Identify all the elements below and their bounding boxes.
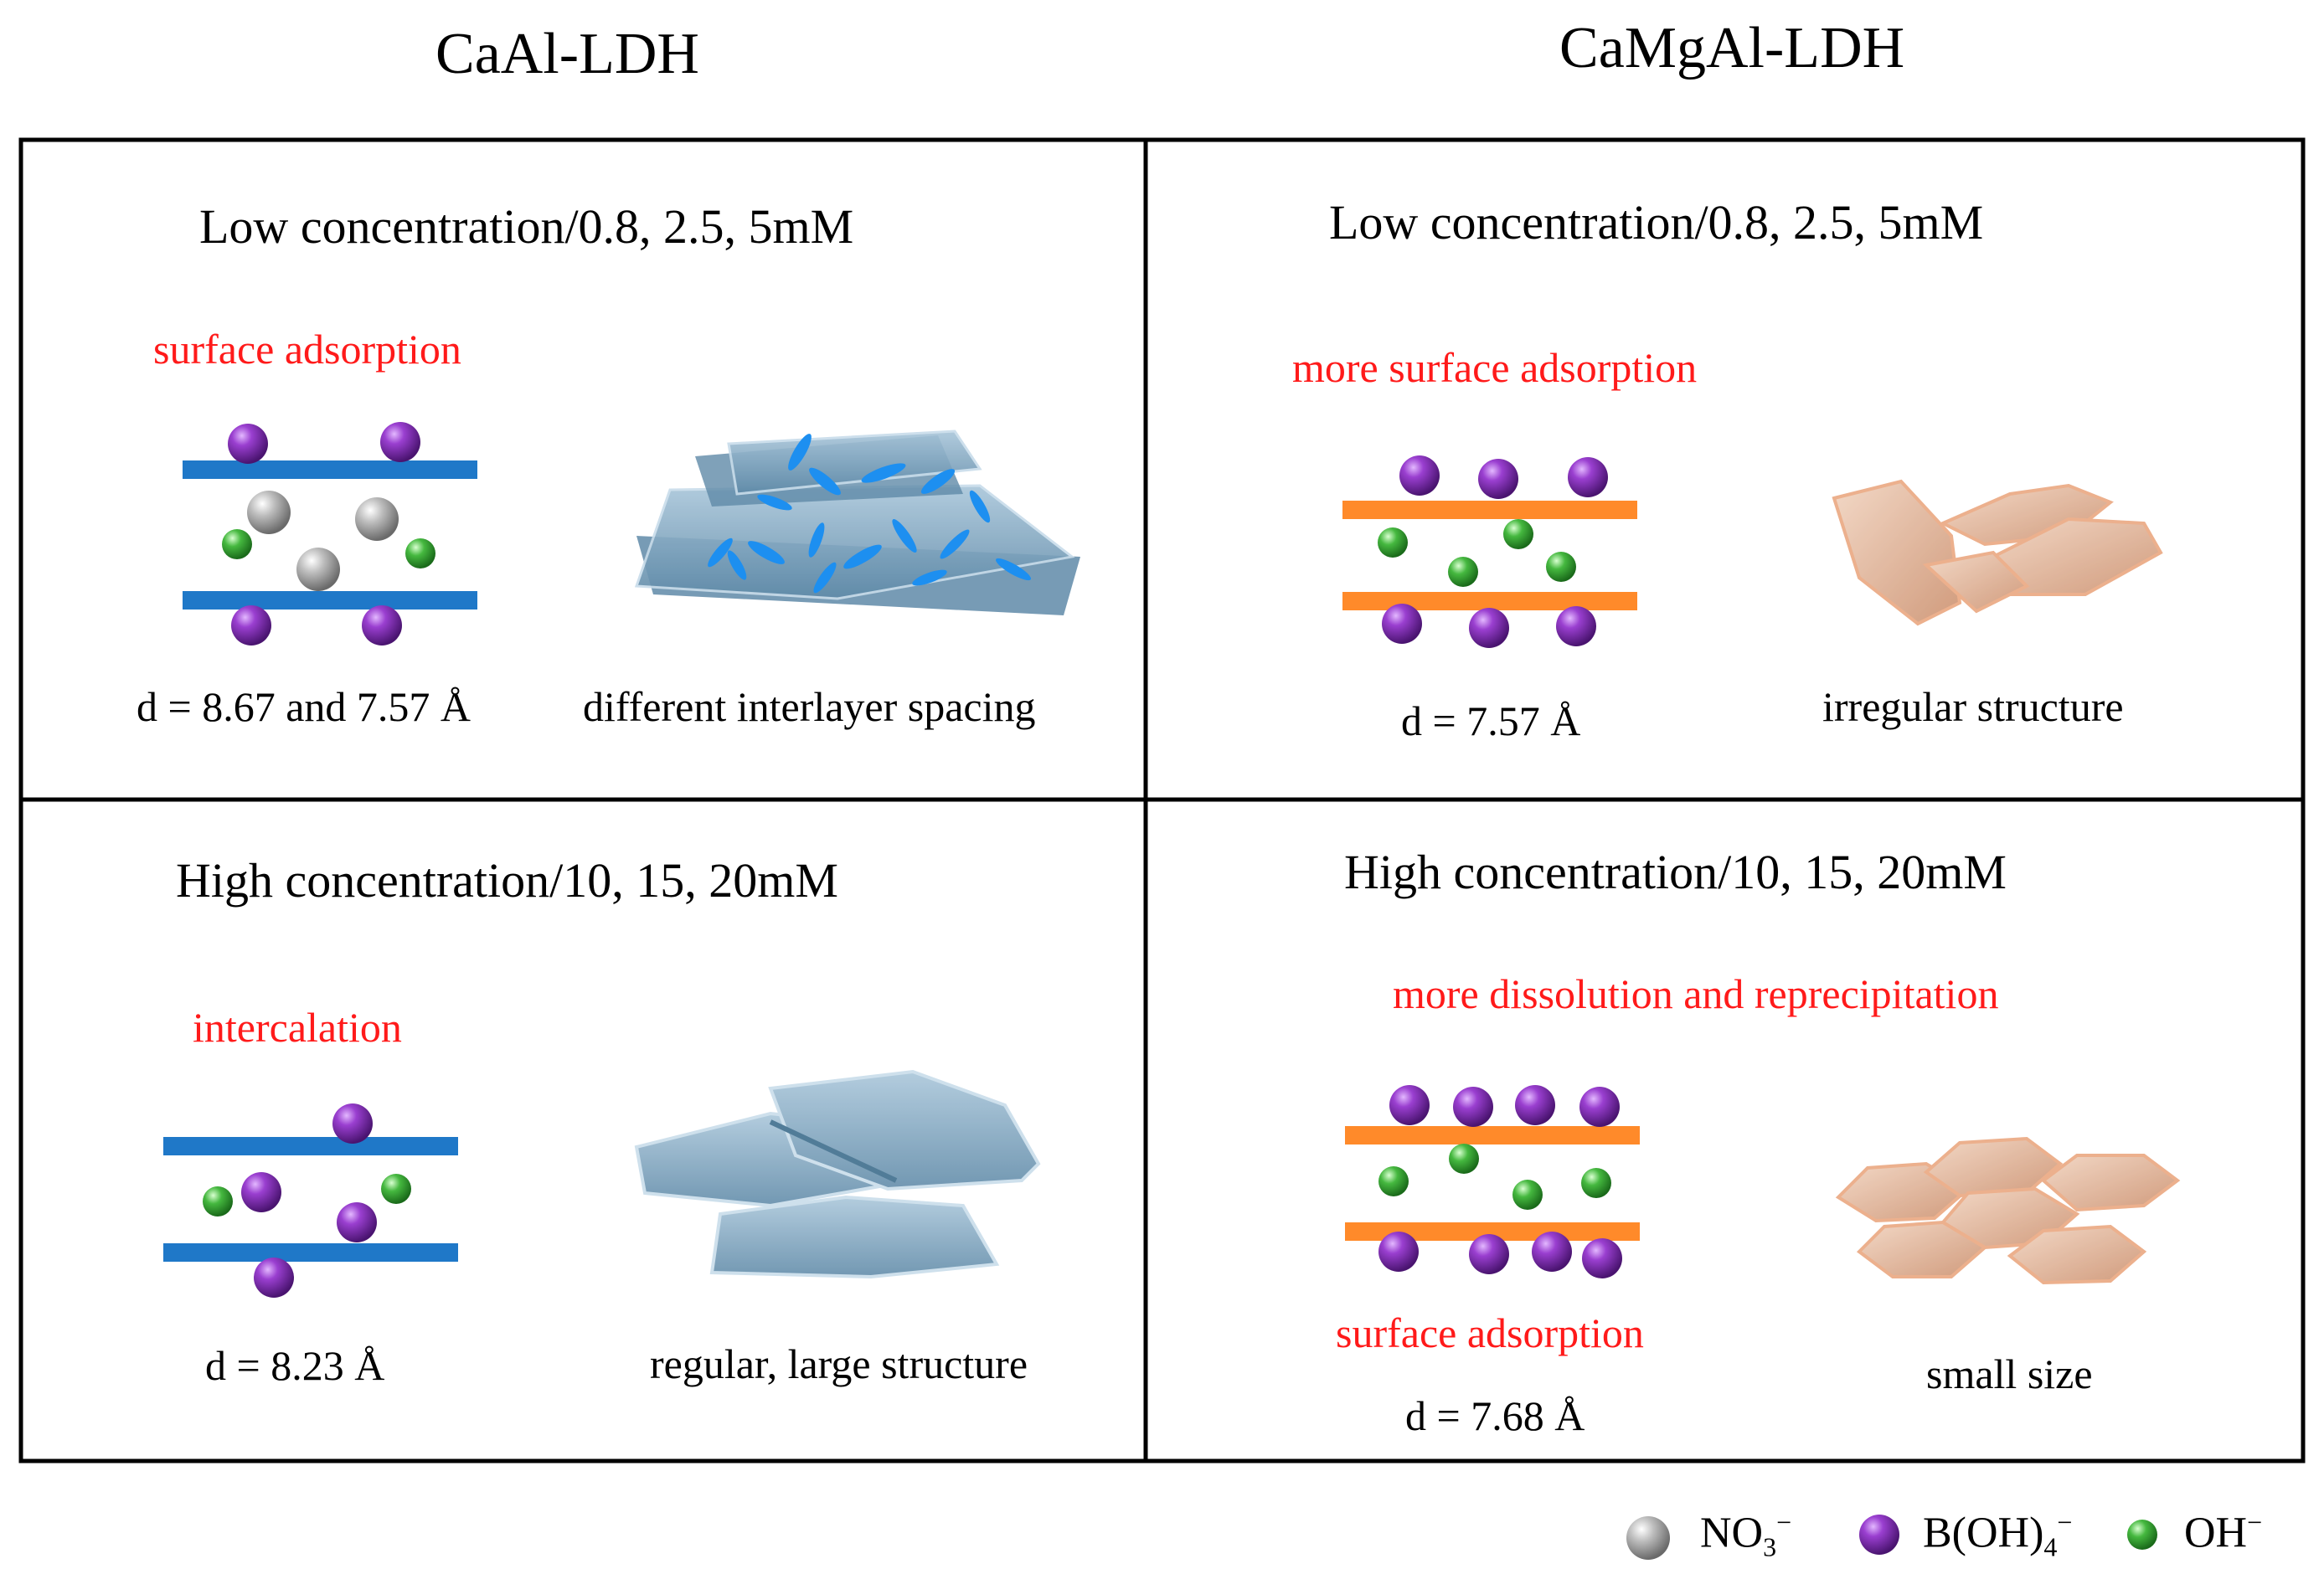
camgal-low-condition: Low concentration/0.8, 2.5, 5mM — [1329, 195, 1984, 249]
caal-high-condition: High concentration/10, 15, 20mM — [176, 853, 838, 908]
camgal-high-condition: High concentration/10, 15, 20mM — [1344, 845, 2007, 899]
camgal-low-plates — [1832, 479, 2163, 626]
camgal-high-d-spacing: d = 7.68 Å — [1405, 1392, 1585, 1439]
caal-high-d-spacing: d = 8.23 Å — [205, 1342, 385, 1389]
camgal-high-schematic — [1345, 1085, 1640, 1278]
camgal-low-d-spacing: d = 7.57 Å — [1401, 697, 1581, 744]
caal-high-schematic — [163, 1103, 458, 1298]
legend-icons — [1626, 1515, 2157, 1560]
caal-low-morphology: different interlayer spacing — [583, 683, 1036, 730]
legend-nitrate-label: NO3− — [1700, 1507, 1792, 1562]
camgal-high-mechanism: more dissolution and reprecipitation — [1393, 970, 1999, 1017]
camgal-high-mechanism-secondary: surface adsorption — [1336, 1309, 1644, 1356]
legend-hydroxide-icon — [2127, 1520, 2157, 1550]
legend-borate-label: B(OH)4− — [1923, 1507, 2073, 1562]
legend-borate-icon — [1859, 1515, 1899, 1555]
column-title-caal: CaAl-LDH — [435, 22, 699, 86]
caal-high-morphology: regular, large structure — [650, 1340, 1028, 1387]
legend-hydroxide-label: OH− — [2184, 1507, 2263, 1557]
caal-low-mechanism: surface adsorption — [153, 326, 461, 373]
camgal-low-mechanism: more surface adsorption — [1292, 344, 1698, 391]
legend-nitrate-icon — [1626, 1516, 1670, 1560]
caal-low-condition: Low concentration/0.8, 2.5, 5mM — [199, 199, 854, 254]
column-title-camgal: CaMgAl-LDH — [1559, 16, 1905, 80]
camgal-high-plates — [1835, 1136, 2181, 1285]
caal-low-schematic — [183, 422, 477, 646]
camgal-low-schematic — [1342, 455, 1637, 648]
camgal-high-morphology: small size — [1926, 1350, 2093, 1397]
caal-low-plates — [634, 430, 1080, 615]
caal-high-plates — [634, 1069, 1041, 1279]
panel-grid — [18, 137, 2306, 1463]
caal-high-mechanism: intercalation — [193, 1004, 402, 1051]
camgal-low-morphology: irregular structure — [1822, 683, 2124, 730]
caal-low-d-spacing: d = 8.67 and 7.57 Å — [137, 683, 471, 730]
